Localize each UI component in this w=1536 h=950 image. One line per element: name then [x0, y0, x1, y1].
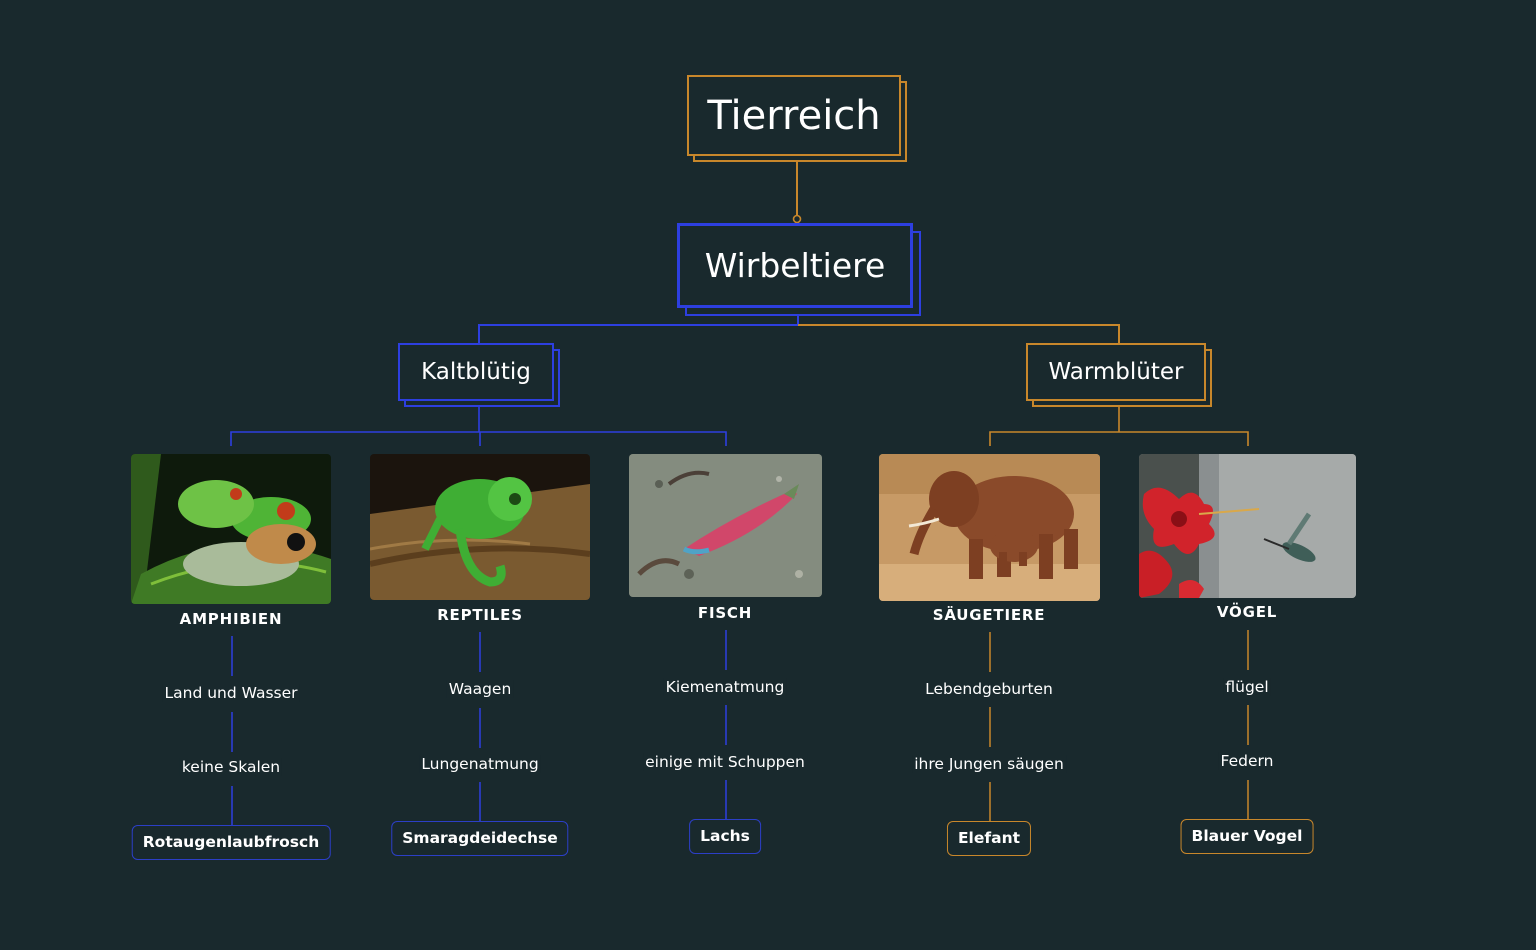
warmblueter-node[interactable]: Warmblüter	[1026, 343, 1206, 401]
connector-kalt-branches	[230, 406, 727, 446]
elephant-photo	[879, 454, 1100, 601]
class-label-saeugetiere: SÄUGETIERE	[932, 606, 1046, 624]
chameleon-photo	[370, 454, 590, 600]
example-saeugetiere[interactable]: Elefant	[946, 821, 1032, 856]
feature-fisch-2: einige mit Schuppen	[643, 753, 807, 771]
frog-photo	[131, 454, 331, 604]
class-label-fisch: FISCH	[697, 604, 753, 622]
feature-saeugetiere-2: ihre Jungen säugen	[912, 755, 1066, 773]
feature-voegel-1: flügel	[1223, 678, 1271, 696]
feature-fisch-1: Kiemenatmung	[663, 678, 787, 696]
kaltbluetig-label: Kaltblütig	[421, 359, 531, 385]
wirbeltiere-label: Wirbeltiere	[704, 246, 886, 285]
feature-amphibien-2: keine Skalen	[179, 758, 283, 776]
connector-kalt	[478, 316, 799, 344]
class-label-amphibien: AMPHIBIEN	[179, 610, 283, 628]
feature-amphibien-1: Land und Wasser	[162, 684, 300, 702]
example-amphibien[interactable]: Rotaugenlaubfrosch	[131, 825, 331, 860]
feature-voegel-2: Federn	[1218, 752, 1276, 770]
warmblueter-label: Warmblüter	[1048, 359, 1184, 385]
root-node[interactable]: Tierreich	[687, 75, 901, 156]
feature-reptiles-2: Lungenatmung	[419, 755, 541, 773]
connector-warm	[798, 324, 1120, 344]
wirbeltiere-node[interactable]: Wirbeltiere	[677, 223, 913, 308]
feature-saeugetiere-1: Lebendgeburten	[923, 680, 1055, 698]
example-fisch[interactable]: Lachs	[689, 819, 761, 854]
class-label-voegel: VÖGEL	[1216, 603, 1278, 621]
kaltbluetig-node[interactable]: Kaltblütig	[398, 343, 554, 401]
example-reptiles[interactable]: Smaragdeidechse	[391, 821, 569, 856]
salmon-photo	[629, 454, 822, 597]
feature-reptiles-1: Waagen	[446, 680, 514, 698]
connector-warm-branches	[989, 406, 1249, 446]
example-voegel[interactable]: Blauer Vogel	[1180, 819, 1314, 854]
connector-dot	[792, 214, 802, 224]
root-label: Tierreich	[707, 92, 881, 139]
class-label-reptiles: REPTILES	[437, 606, 523, 624]
hummingbird-photo	[1139, 454, 1356, 598]
